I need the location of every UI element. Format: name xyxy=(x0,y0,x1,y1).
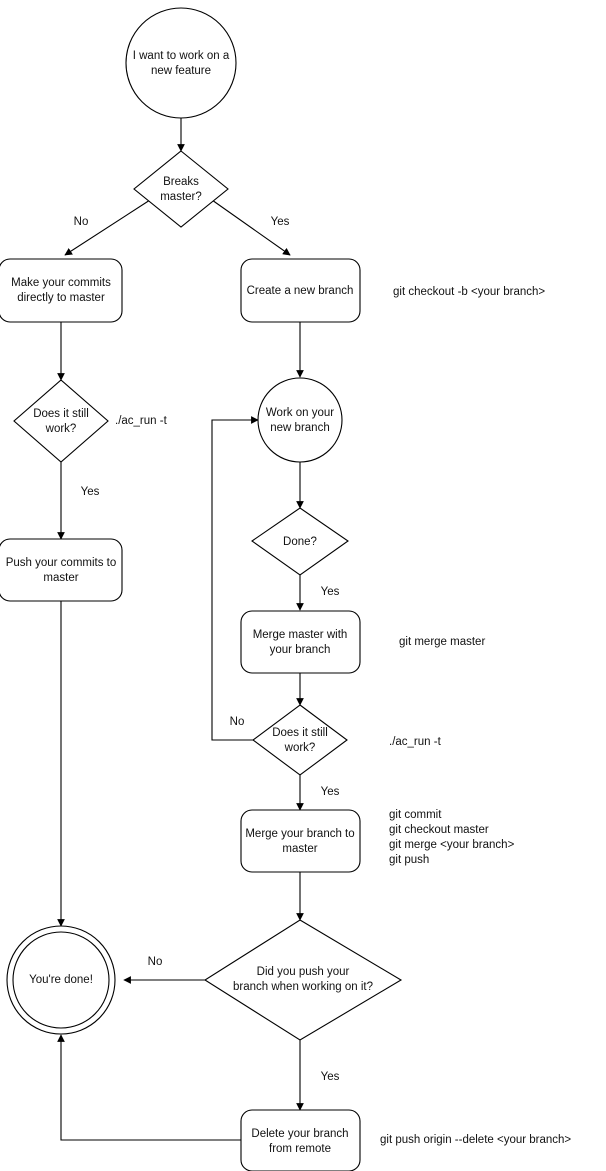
edge-breaks-no-to-make-commits xyxy=(64,199,151,256)
edge-label-breaks-no: No xyxy=(74,216,89,228)
edges-group xyxy=(57,118,304,1141)
make-commits-label-line2: directly to master xyxy=(17,292,105,304)
delete-branch-label-line2: from remote xyxy=(269,1143,331,1155)
annotation-merge-branch-cmd-1: git commit xyxy=(389,809,442,821)
does-it-work-right-label-line1: Does it still xyxy=(272,727,328,739)
delete-branch-box xyxy=(240,1109,361,1171)
annotation-merge-branch-cmd-4: git push xyxy=(389,854,429,866)
create-branch-box xyxy=(240,258,361,323)
edge-breaks-yes-to-create-branch xyxy=(211,199,291,256)
does-it-work-left-label-line1: Does it still xyxy=(33,408,89,420)
create-branch-label: Create a new branch xyxy=(247,285,354,297)
done-label: Done? xyxy=(283,536,317,548)
node-breaks-master[interactable]: Breaks master? xyxy=(133,150,229,228)
start-label-line1: I want to work on a xyxy=(133,50,230,62)
node-make-commits[interactable]: Make your commits directly to master xyxy=(0,258,123,323)
edge-labels-group: No Yes Yes Yes No Yes No Yes xyxy=(74,216,340,1083)
does-it-work-right-diamond xyxy=(252,704,348,776)
node-merge-branch[interactable]: Merge your branch to master xyxy=(240,809,361,873)
node-does-it-work-right[interactable]: Does it still work? xyxy=(252,704,348,776)
node-delete-branch[interactable]: Delete your branch from remote xyxy=(240,1109,361,1171)
merge-branch-label-line1: Merge your branch to xyxy=(245,828,354,840)
annotation-create-branch-cmd: git checkout -b <your branch> xyxy=(393,286,545,298)
annotation-delete-branch-cmd: git push origin --delete <your branch> xyxy=(380,1134,571,1146)
merge-branch-box xyxy=(240,809,361,873)
did-you-push-diamond xyxy=(203,919,403,1041)
edge-label-push-yes: Yes xyxy=(321,1071,340,1083)
edge-does-work-right-no-loopback xyxy=(211,416,259,741)
edge-label-work-right-no: No xyxy=(230,716,245,728)
node-youre-done[interactable]: You're done! xyxy=(6,925,116,1035)
edge-delete-branch-to-done-terminal xyxy=(57,1034,241,1141)
make-commits-label-line1: Make your commits xyxy=(11,277,111,289)
node-work-on-branch[interactable]: Work on your new branch xyxy=(257,377,343,463)
does-it-work-left-label-line2: work? xyxy=(45,423,77,435)
annotation-merge-branch-cmd-2: git checkout master xyxy=(389,824,489,836)
node-does-it-work-left[interactable]: Does it still work? xyxy=(13,379,109,463)
node-done[interactable]: Done? xyxy=(251,507,349,576)
work-on-branch-label-line2: new branch xyxy=(270,422,329,434)
edge-label-breaks-yes: Yes xyxy=(271,216,290,228)
breaks-master-diamond xyxy=(133,150,229,228)
edge-label-work-left-yes: Yes xyxy=(81,486,100,498)
delete-branch-label-line1: Delete your branch xyxy=(251,1128,348,1140)
node-push-commits[interactable]: Push your commits to master xyxy=(0,538,123,602)
node-did-you-push[interactable]: Did you push your branch when working on… xyxy=(203,919,403,1041)
breaks-master-label-line2: master? xyxy=(160,191,202,203)
annotation-ac-run-right: ./ac_run -t xyxy=(389,736,442,748)
node-start[interactable]: I want to work on a new feature xyxy=(125,7,237,119)
merge-branch-label-line2: master xyxy=(282,843,317,855)
work-on-branch-label-line1: Work on your xyxy=(266,407,334,419)
work-on-branch-circle xyxy=(257,377,343,463)
does-it-work-right-label-line2: work? xyxy=(284,742,316,754)
annotation-merge-master-cmd: git merge master xyxy=(399,636,485,648)
edge-label-push-no: No xyxy=(148,956,163,968)
push-commits-label-line2: master xyxy=(43,572,78,584)
push-commits-label-line1: Push your commits to xyxy=(6,557,117,569)
start-circle xyxy=(125,7,237,119)
start-label-line2: new feature xyxy=(151,65,211,77)
breaks-master-label-line1: Breaks xyxy=(163,176,199,188)
done-diamond xyxy=(251,507,349,576)
push-commits-box xyxy=(0,538,123,602)
make-commits-box xyxy=(0,258,123,323)
youre-done-label: You're done! xyxy=(29,974,93,986)
annotations-group: git checkout -b <your branch> ./ac_run -… xyxy=(115,286,571,1146)
annotation-merge-branch-cmd-3: git merge <your branch> xyxy=(389,839,515,851)
did-you-push-label-line2: branch when working on it? xyxy=(233,981,373,993)
node-merge-master[interactable]: Merge master with your branch xyxy=(240,610,361,674)
node-create-branch[interactable]: Create a new branch xyxy=(240,258,361,323)
does-it-work-left-diamond xyxy=(13,379,109,463)
merge-master-label-line2: your branch xyxy=(270,644,331,656)
merge-master-box xyxy=(240,610,361,674)
did-you-push-label-line1: Did you push your xyxy=(257,966,350,978)
merge-master-label-line1: Merge master with xyxy=(253,629,348,641)
annotation-ac-run-left: ./ac_run -t xyxy=(115,415,168,427)
edge-label-done-yes: Yes xyxy=(321,586,340,598)
youre-done-inner-circle xyxy=(12,931,110,1029)
edge-label-work-right-yes: Yes xyxy=(321,786,340,798)
